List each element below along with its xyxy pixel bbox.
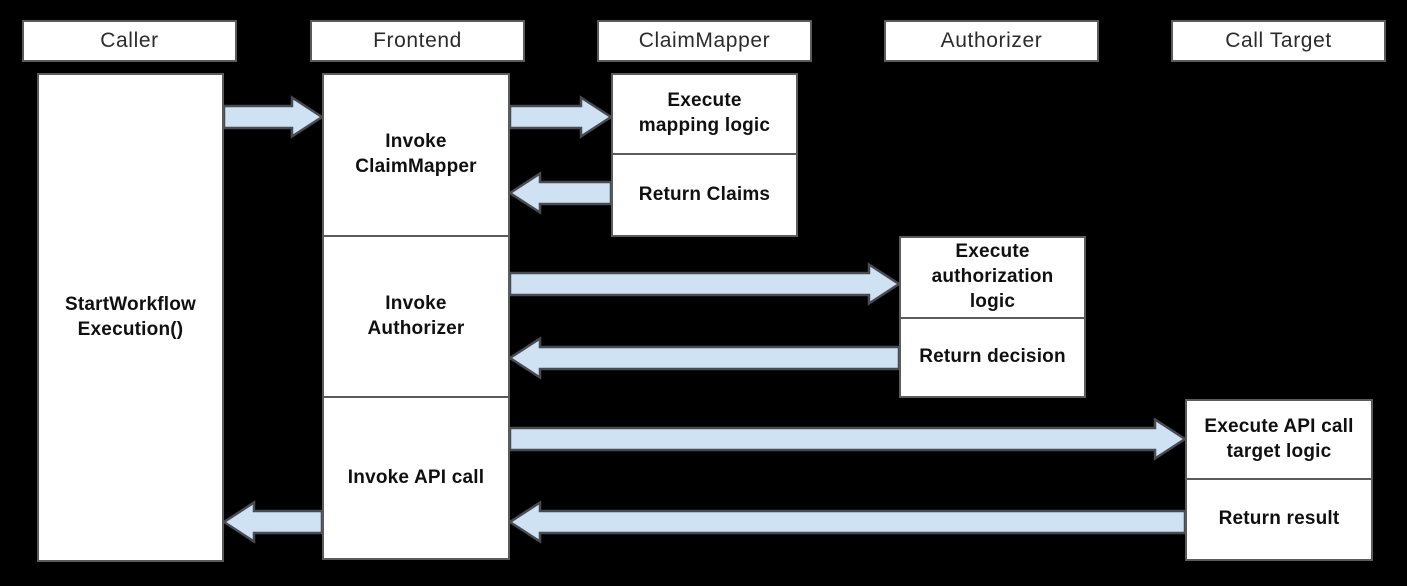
box-execute-mapping-logic-label: Execute mapping logic bbox=[638, 90, 771, 136]
arrow-claimmapper-to-frontend-icon bbox=[507, 171, 613, 215]
lifeline-header-calltarget: Call Target bbox=[1171, 20, 1386, 62]
box-execute-authorization-logic: Execute authorization logic bbox=[899, 236, 1086, 319]
box-return-result: Return result bbox=[1185, 478, 1373, 561]
box-invoke-api-call: Invoke API call bbox=[322, 396, 510, 560]
box-return-decision: Return decision bbox=[899, 317, 1086, 398]
box-return-result-label: Return result bbox=[1218, 508, 1340, 530]
arrow-frontend-to-authorizer-icon bbox=[508, 262, 902, 306]
arrow-calltarget-to-frontend-icon bbox=[507, 500, 1187, 544]
box-start-workflow-execution-label: StartWorkflow Execution() bbox=[64, 293, 197, 340]
lifeline-header-frontend-label: Frontend bbox=[373, 29, 462, 52]
lifeline-header-authorizer: Authorizer bbox=[884, 20, 1099, 62]
lifeline-header-authorizer-label: Authorizer bbox=[940, 29, 1043, 52]
lifeline-header-frontend: Frontend bbox=[310, 20, 525, 62]
box-invoke-claimmapper-label: Invoke ClaimMapper bbox=[355, 131, 477, 177]
box-invoke-authorizer-label: Invoke Authorizer bbox=[367, 292, 465, 339]
lifeline-header-caller: Caller bbox=[22, 20, 237, 62]
arrow-frontend-to-calltarget-icon bbox=[508, 417, 1188, 461]
arrow-authorizer-to-frontend-icon bbox=[507, 336, 901, 380]
arrow-frontend-to-caller-icon bbox=[221, 500, 324, 544]
lifeline-header-claimmapper: ClaimMapper bbox=[597, 20, 812, 62]
box-execute-api-call-target-logic: Execute API call target logic bbox=[1185, 399, 1373, 480]
box-invoke-api-call-label: Invoke API call bbox=[347, 466, 485, 488]
lifeline-header-caller-label: Caller bbox=[100, 29, 159, 52]
box-execute-api-call-target-logic-label: Execute API call target logic bbox=[1204, 415, 1354, 462]
box-execute-mapping-logic: Execute mapping logic bbox=[611, 73, 798, 155]
arrow-caller-to-frontend-icon bbox=[222, 95, 325, 139]
lifeline-header-calltarget-label: Call Target bbox=[1225, 29, 1332, 52]
box-invoke-claimmapper: Invoke ClaimMapper bbox=[322, 73, 510, 237]
box-return-claims-label: Return Claims bbox=[638, 183, 771, 205]
box-start-workflow-execution: StartWorkflow Execution() bbox=[37, 73, 224, 562]
box-execute-authorization-logic-label: Execute authorization logic bbox=[931, 241, 1054, 312]
lifeline-header-claimmapper-label: ClaimMapper bbox=[638, 29, 771, 52]
arrow-frontend-to-claimmapper-icon bbox=[508, 95, 614, 139]
box-invoke-authorizer: Invoke Authorizer bbox=[322, 235, 510, 398]
box-return-claims: Return Claims bbox=[611, 153, 798, 237]
box-return-decision-label: Return decision bbox=[919, 346, 1066, 368]
